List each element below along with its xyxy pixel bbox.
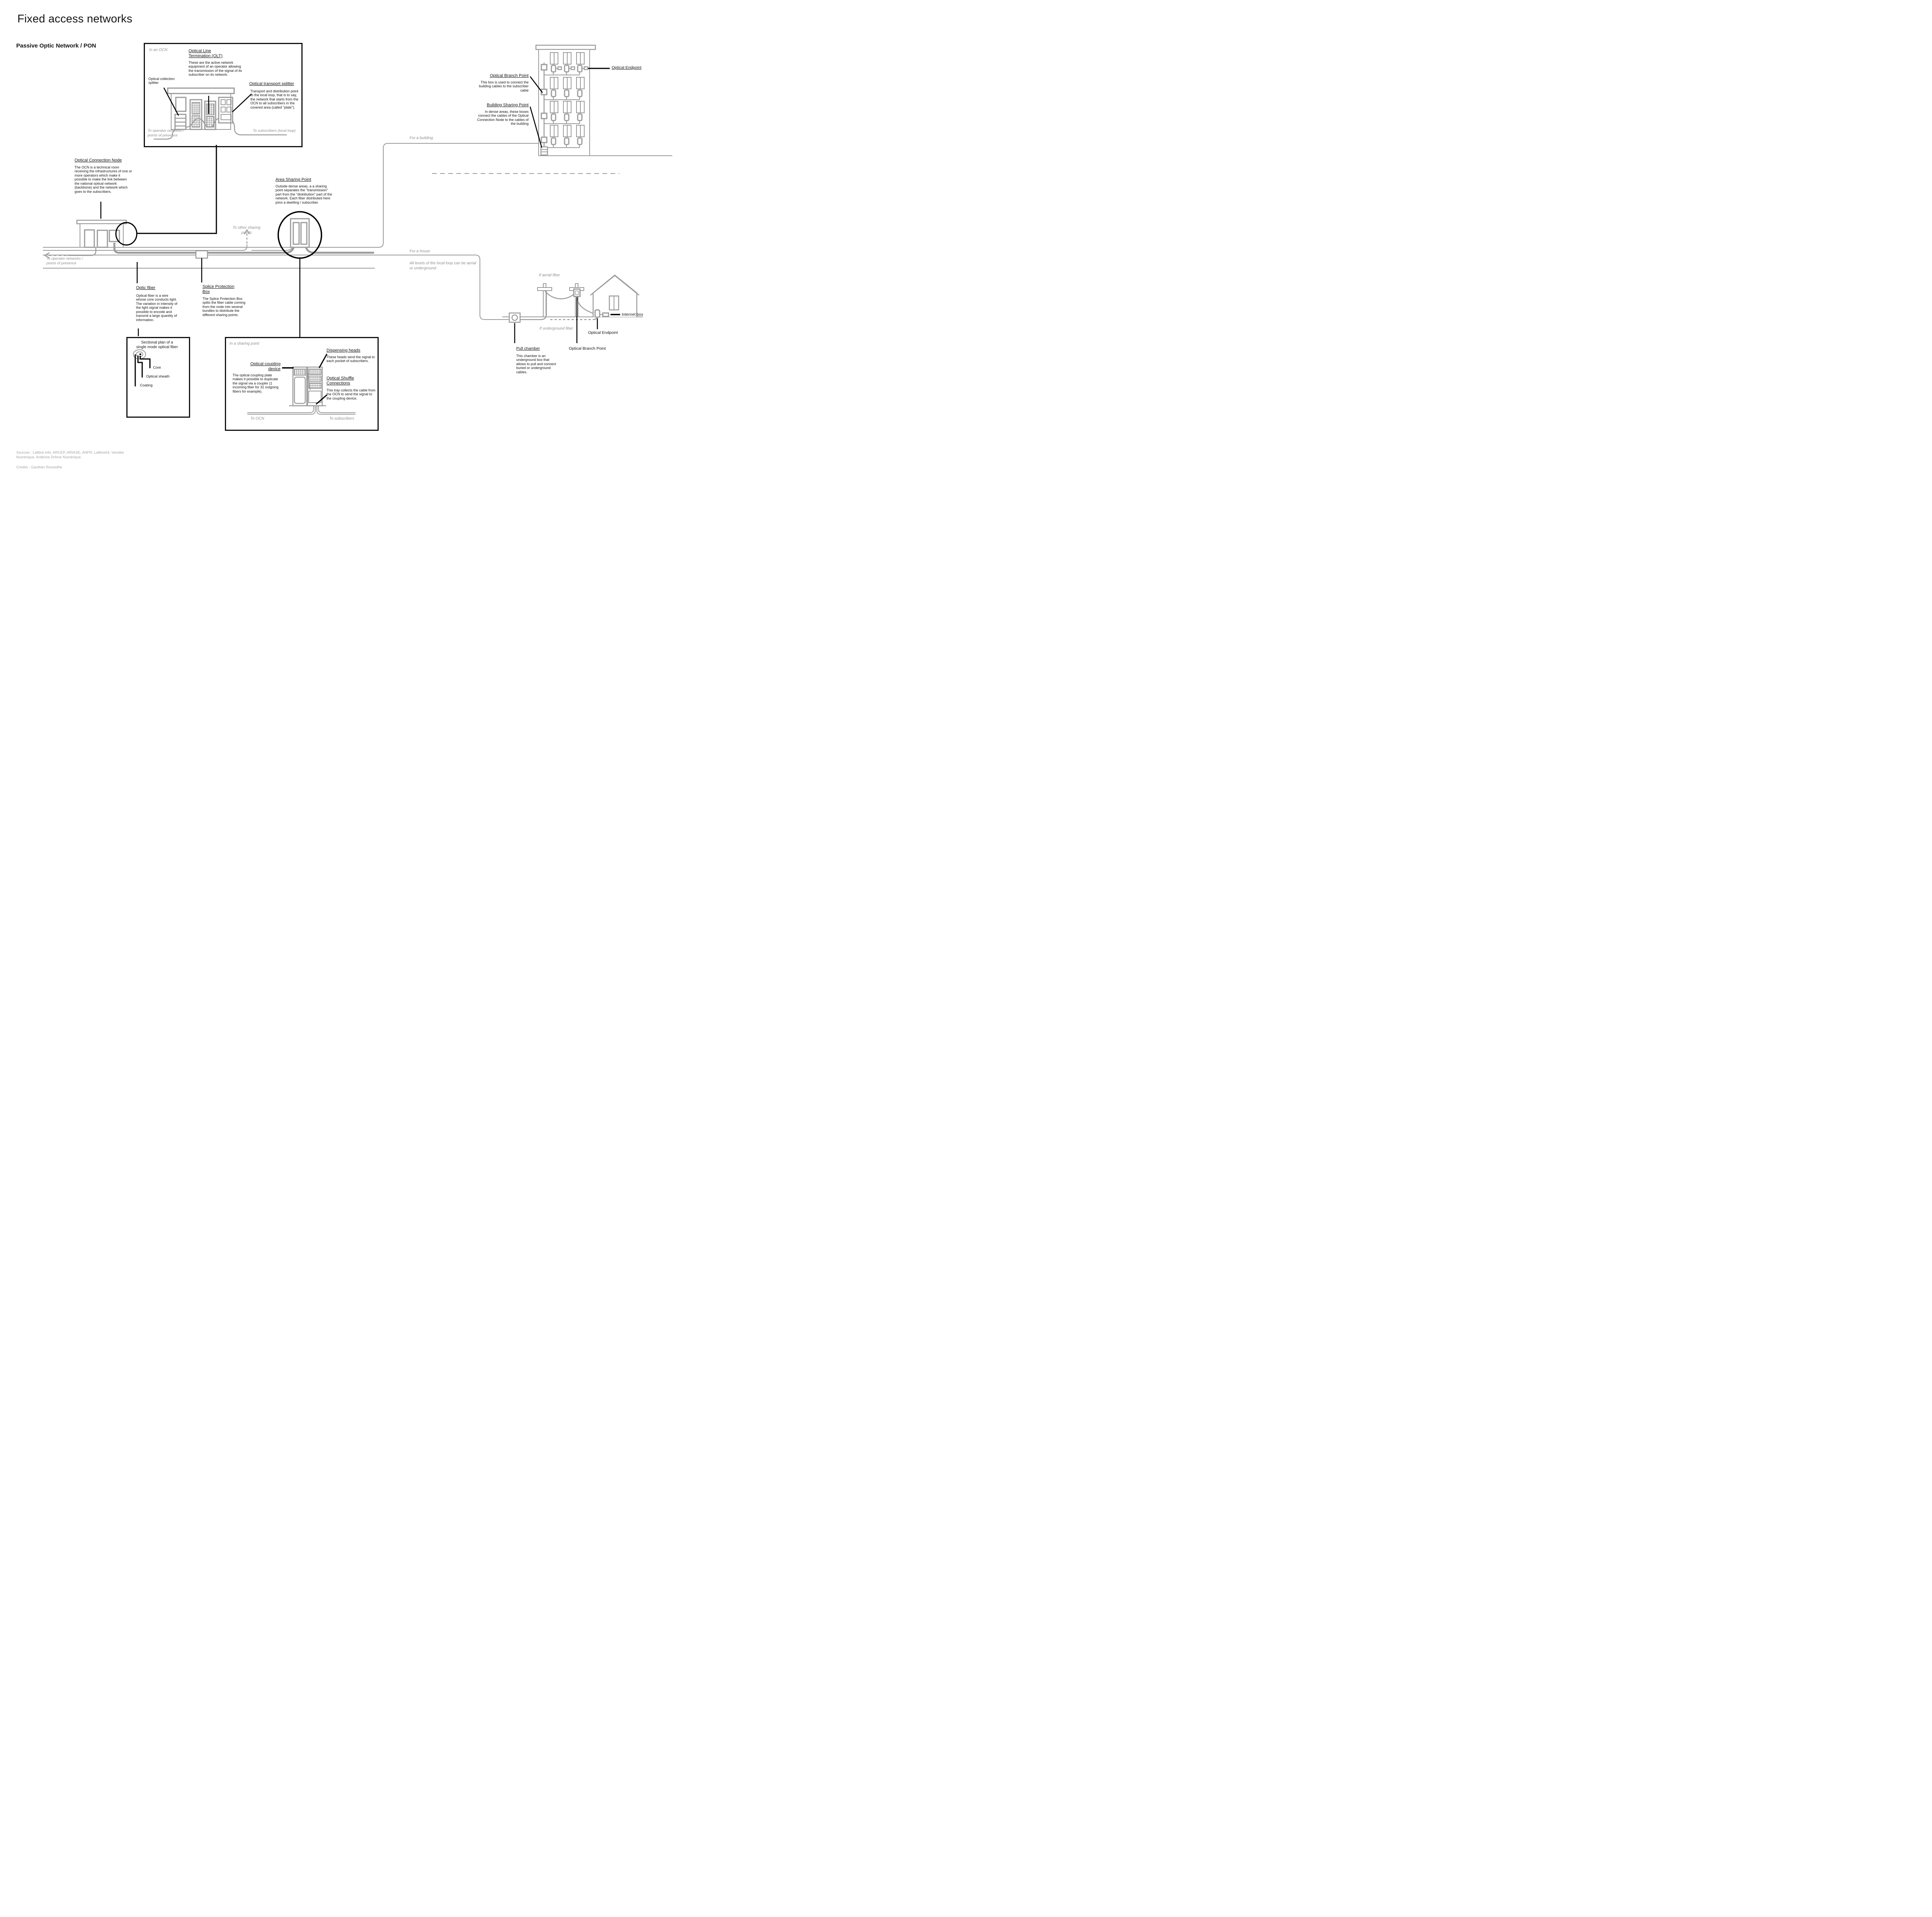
collection-splitter-label: Optical collection splitter [148, 77, 175, 85]
building-obp-desc: This box is used to connect the building… [479, 80, 529, 92]
building-endpoint-label: Optical Endpoint [612, 65, 642, 70]
ocn-node-heading: Optical Connection Node [75, 158, 122, 163]
internet-box-label: Internet box [622, 312, 643, 317]
pull-chamber-heading: Pull chamber [516, 346, 540, 351]
ocn-box-to-operator: To operator networks / points of presenc… [148, 129, 184, 138]
for-building-label: For a building [410, 136, 433, 140]
fiber-sheath-label: Optical sheath [146, 374, 170, 379]
building-obp-heading: Optical Branch Point [490, 73, 529, 78]
to-ocn-label: To OCN [250, 417, 264, 421]
heads-desc: These heads send the signal to each pock… [327, 355, 375, 363]
optic-fiber-heading: Optic fiber [136, 286, 156, 290]
splice-heading: Splice Protection Box [202, 284, 235, 294]
building-drawing [535, 44, 672, 156]
olt-heading: Optical Line Termination (OLT) [189, 49, 223, 59]
splice-desc: The Splice Protection Box splits the fib… [202, 297, 246, 317]
building-bsp-desc: In dense areas, these boxes connect the … [477, 110, 529, 126]
to-other-sharing-label: To other sharing points [233, 226, 260, 235]
fiber-section-title: Sectional plan of a single mode optical … [136, 340, 178, 349]
heads-heading: Dispensing heads [327, 348, 361, 353]
transport-splitter-heading: Optical transport splitter [249, 82, 294, 86]
sharing-point-box [225, 337, 379, 431]
for-house-label: For a house [410, 249, 430, 253]
fiber-section-drawing [133, 349, 146, 359]
building-bsp-heading: Building Sharing Point [486, 103, 529, 107]
fiber-section-box [126, 337, 190, 418]
coupling-desc: The optical coupling plate makes it poss… [233, 373, 279, 393]
sharing-cabinets-drawing [247, 366, 355, 415]
olt-desc: These are the active network equipment o… [189, 61, 242, 77]
credits-text: Credits : Gauthier Roussilhe [16, 465, 62, 469]
optic-fiber-desc: Optical fiber is a wire whose core condu… [136, 294, 178, 322]
transport-splitter-desc: Transport and distribution point to the … [250, 89, 299, 109]
pull-chamber-desc: This chamber is an underground box that … [516, 354, 556, 374]
shuffle-desc: This tray collects the cable from the OC… [327, 388, 376, 400]
house-endpoint-label: Optical Endpoint [588, 330, 618, 335]
splice-box-icon [195, 250, 208, 259]
sources-text: Sources : Lafibre.info, ARCEP, ARIASE, A… [16, 451, 124, 460]
coupling-heading: Optical coupling device [250, 362, 281, 372]
ocn-box-to-subscribers: To subscribers (local loop) [253, 129, 296, 133]
page-subtitle: Passive Optic Network / PON [16, 43, 96, 49]
sharing-context: In a sharing point [230, 342, 259, 346]
fiber-core-dot [139, 353, 141, 356]
diagram-linework [43, 44, 672, 415]
fiber-coating-label: Coating [140, 383, 153, 388]
area-cabinet-drawing [290, 218, 310, 248]
ocn-detail-context: In an OCN [149, 48, 168, 52]
ocn-node-desc: The OCN is a technical room receiving th… [75, 165, 132, 194]
house-branch-label: Optical Branch Point [569, 346, 606, 351]
leader-lines [100, 68, 620, 405]
loop-note-label: All levels of the local loop can be aeri… [410, 261, 476, 270]
fiber-core-label: Core [153, 366, 161, 370]
if-underground-label: If underground fiber [539, 327, 573, 331]
cables [43, 143, 541, 320]
area-sp-heading: Area Sharing Point [276, 177, 311, 182]
to-subscribers-label: To subscribers [329, 417, 354, 421]
if-aerial-label: If aerial fiber [539, 273, 560, 277]
page-title: Fixed access networks [17, 13, 133, 25]
ocn-detail-box [144, 43, 303, 147]
shuffle-heading: Optical Shuffle Connections [327, 376, 354, 386]
pon-diagram: Fixed access networks Passive Optic Netw… [0, 0, 678, 479]
to-operator-label: To operator networks / points of presenc… [46, 257, 83, 265]
area-sp-desc: Outside dense areas, a a sharing point s… [276, 184, 332, 204]
